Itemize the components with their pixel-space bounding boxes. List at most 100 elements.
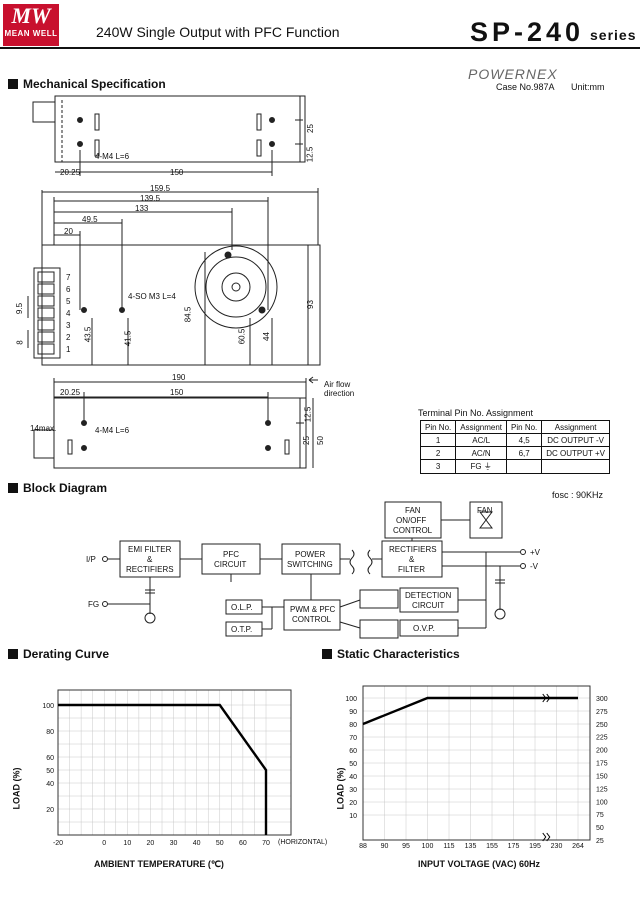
dim-label: 20 <box>64 227 73 236</box>
section-bullet <box>8 79 18 89</box>
section-label: Block Diagram <box>23 481 108 495</box>
pfc-label-2: CIRCUIT <box>214 560 247 569</box>
ovp-opto <box>359 619 399 639</box>
derating-y-tick: 40 <box>46 781 54 788</box>
static-y-tick-right: 25 <box>596 838 604 845</box>
header-rule <box>0 47 640 49</box>
table-row: 2 AC/N 6,7 DC OUTPUT +V <box>419 446 611 460</box>
pin-number: 5 <box>66 297 71 306</box>
section-label: Mechanical Specification <box>23 77 166 91</box>
fanctl-label-3: CONTROL <box>393 526 433 535</box>
column-header: Pin No. <box>506 420 543 434</box>
static-y-tick-left: 50 <box>349 761 357 768</box>
static-frame <box>362 685 591 841</box>
static-y-tick-right: 275 <box>596 709 608 716</box>
static-y-tick-left: 90 <box>349 709 357 716</box>
screw-label: 4-SO M3 L=4 <box>128 292 176 301</box>
case-number: Case No.987A <box>496 82 555 92</box>
logo-brand: MEAN WELL <box>4 29 58 38</box>
airflow-label: Air flow <box>324 380 351 389</box>
static-xlabel: INPUT VOLTAGE (VAC) 60Hz <box>418 859 541 869</box>
powernex-brand: POWERNEX <box>468 66 558 82</box>
derating-x-tick: 30 <box>170 840 178 847</box>
static-y-tick-left: 70 <box>349 735 357 742</box>
dim-label: 190 <box>172 373 186 382</box>
section-title-mechanical: Mechanical Specification <box>8 77 166 91</box>
derating-y-tick: 100 <box>42 703 54 710</box>
vminus-label: -V <box>530 562 538 571</box>
rect-label-3: FILTER <box>398 565 425 574</box>
series-label: series <box>590 27 637 43</box>
static-y-tick-left: 80 <box>349 722 357 729</box>
dim-label: 20.25 <box>60 168 81 177</box>
derating-x-tick: 10 <box>123 840 131 847</box>
pfc-label-1: PFC <box>223 550 239 559</box>
section-title-derating: Derating Curve <box>8 647 109 661</box>
static-y-tick-right: 175 <box>596 761 608 768</box>
fg-label: FG <box>88 600 100 609</box>
fanctl-label-1: FAN <box>405 506 421 515</box>
static-y-tick-right: 150 <box>596 773 608 780</box>
screw-label: 4-M4 L=6 <box>95 426 130 435</box>
static-y-tick-right: 50 <box>596 825 604 832</box>
derating-y-tick: 60 <box>46 755 54 762</box>
vplus-label: +V <box>530 548 541 557</box>
section-title-block: Block Diagram <box>8 481 107 495</box>
otp-label: O.T.P. <box>231 625 253 634</box>
pwm-label-1: PWM & PFC <box>290 605 336 614</box>
static-y-tick-right: 200 <box>596 748 608 755</box>
static-y-tick-left: 30 <box>349 787 357 794</box>
static-y-tick-left: 100 <box>345 696 357 703</box>
document-title: 240W Single Output with PFC Function <box>96 24 340 40</box>
section-title-static: Static Characteristics <box>322 647 460 661</box>
derating-x-tick: -20 <box>53 840 63 847</box>
derating-x-tick: 70 <box>262 840 270 847</box>
rect-label-2: & <box>409 555 415 564</box>
static-x-tick: 264 <box>572 843 584 850</box>
terminal-table-caption: Terminal Pin No. Assignment <box>418 408 534 418</box>
bottom-view <box>33 376 318 469</box>
dim-label: 150 <box>170 168 184 177</box>
table-cell: FG ⏚ <box>455 459 508 474</box>
fosc-label: fosc : 90KHz <box>552 490 604 500</box>
static-x-tick: 230 <box>551 843 563 850</box>
static-x-tick: 100 <box>422 843 434 850</box>
static-y-tick-left: 40 <box>349 774 357 781</box>
emi-label-2: & <box>147 555 153 564</box>
static-x-tick: 115 <box>443 843 454 850</box>
static-y-tick-right: 125 <box>596 786 608 793</box>
pin-number: 6 <box>66 285 71 294</box>
model-name: SP-240 <box>470 17 585 47</box>
static-y-tick-left: 20 <box>349 800 357 807</box>
ovp-label: O.V.P. <box>413 624 435 633</box>
derating-x-tick: 60 <box>239 840 247 847</box>
front-view <box>27 188 321 366</box>
pin-number: 7 <box>66 273 71 282</box>
static-y-tick-right: 300 <box>596 696 608 703</box>
mean-well-logo: MW MEAN WELL <box>3 4 59 46</box>
unit-label: Unit:mm <box>571 82 605 92</box>
pin-number: 3 <box>66 321 71 330</box>
table-row: 3 FG ⏚ <box>419 459 611 474</box>
rect-label-1: RECTIFIERS <box>389 545 437 554</box>
pin-number: 4 <box>66 309 71 318</box>
detect-label-2: CIRCUIT <box>412 601 445 610</box>
derating-x-tick: 50 <box>216 840 224 847</box>
dim-label: 133 <box>135 204 149 213</box>
olp-label: O.L.P. <box>231 603 253 612</box>
axis-break-mark <box>542 832 551 842</box>
derating-x-tick: 20 <box>147 840 155 847</box>
section-label: Derating Curve <box>23 647 110 661</box>
static-y-tick-left: 60 <box>349 748 357 755</box>
dim-label: 20.25 <box>60 388 81 397</box>
emi-label-3: RECTIFIERS <box>126 565 174 574</box>
static-y-tick-left: 10 <box>349 813 357 820</box>
static-x-tick: 175 <box>508 843 520 850</box>
screw-label: 4-M4 L=6 <box>95 152 130 161</box>
page-header: MW MEAN WELL 240W Single Output with PFC… <box>0 0 640 50</box>
static-y-tick-right: 75 <box>596 812 604 819</box>
table-cell <box>506 459 543 474</box>
